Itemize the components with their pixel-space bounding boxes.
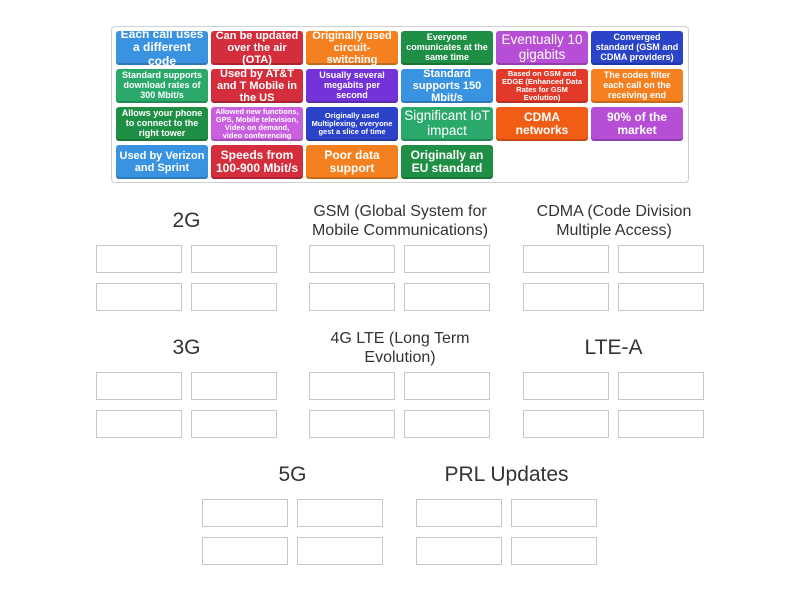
- tile-label: Used by Verizon and Sprint: [119, 149, 205, 174]
- tile-label: Speeds from 100-900 Mbit/s: [215, 147, 299, 175]
- answer-tile[interactable]: Used by Verizon and Sprint: [116, 145, 208, 179]
- drop-slot[interactable]: [404, 372, 490, 400]
- group-title-cdma: CDMA (Code Division Multiple Access): [536, 203, 692, 240]
- drop-slot[interactable]: [523, 372, 609, 400]
- tile-label: Allowed new functions, GPS, Mobile telev…: [215, 107, 299, 141]
- drop-slot[interactable]: [618, 372, 704, 400]
- tile-label: Significant IoT impact: [404, 108, 490, 138]
- answer-tile[interactable]: Standard supports 150 Mbit/s: [401, 69, 493, 103]
- tile-label: Used by AT&T and T Mobile in the US: [216, 69, 298, 103]
- drop-slot[interactable]: [416, 537, 502, 565]
- drop-slot[interactable]: [618, 245, 704, 273]
- tile-label: Eventually 10 gigabits: [501, 32, 583, 62]
- group-title-2g: 2G: [172, 209, 201, 232]
- drop-slot[interactable]: [404, 283, 490, 311]
- drop-slot[interactable]: [511, 499, 597, 527]
- answer-tile[interactable]: Can be updated over the air (OTA): [211, 31, 303, 65]
- answer-tile[interactable]: Each call uses a different code: [116, 31, 208, 65]
- drop-slot[interactable]: [416, 499, 502, 527]
- drop-slot[interactable]: [404, 245, 490, 273]
- tile-label: Everyone comunicates at the same time: [406, 32, 488, 62]
- drop-slot[interactable]: [309, 372, 395, 400]
- answer-tile[interactable]: Based on GSM and EDGE (Enhanced Data Rat…: [496, 69, 588, 103]
- group-title-4g-lte: 4G LTE (Long Term Evolution): [330, 330, 470, 367]
- drop-slot[interactable]: [191, 372, 277, 400]
- answer-tile[interactable]: Used by AT&T and T Mobile in the US: [211, 69, 303, 103]
- group-title-prl-updates: PRL Updates: [444, 463, 569, 486]
- drop-slot[interactable]: [618, 410, 704, 438]
- drop-slot[interactable]: [297, 537, 383, 565]
- group-title-gsm: GSM (Global System for Mobile Communicat…: [311, 203, 489, 240]
- answer-tile[interactable]: Poor data support: [306, 145, 398, 179]
- answer-tile[interactable]: Standard supports download rates of 300 …: [116, 69, 208, 103]
- drop-slot[interactable]: [191, 283, 277, 311]
- tile-label: Allows your phone to connect to the righ…: [121, 108, 203, 138]
- tile-label: The codes filter each call on the receiv…: [603, 70, 671, 100]
- drop-slot[interactable]: [618, 283, 704, 311]
- answer-tile[interactable]: Usually several megabits per second: [306, 69, 398, 103]
- answer-tile[interactable]: CDMA networks: [496, 107, 588, 141]
- answer-tile[interactable]: Originally an EU standard: [401, 145, 493, 179]
- drop-slot[interactable]: [523, 245, 609, 273]
- tile-label: Originally used circuit-switching: [312, 31, 392, 65]
- answer-tile[interactable]: Originally used Multiplexing, everyone g…: [306, 107, 398, 141]
- drop-slot[interactable]: [202, 499, 288, 527]
- tile-label: Poor data support: [324, 147, 380, 175]
- answer-tile[interactable]: Converged standard (GSM and CDMA provide…: [591, 31, 683, 65]
- drop-slot[interactable]: [523, 410, 609, 438]
- answer-tile[interactable]: Allowed new functions, GPS, Mobile telev…: [211, 107, 303, 141]
- tile-label: CDMA networks: [515, 109, 569, 137]
- answer-tile[interactable]: Speeds from 100-900 Mbit/s: [211, 145, 303, 179]
- drop-slot[interactable]: [309, 410, 395, 438]
- tile-label: Usually several megabits per second: [319, 70, 385, 100]
- tile-label: Standard supports download rates of 300 …: [121, 70, 202, 100]
- tile-label: Standard supports 150 Mbit/s: [412, 69, 482, 103]
- answer-tile[interactable]: Originally used circuit-switching: [306, 31, 398, 65]
- group-title-5g: 5G: [278, 463, 307, 486]
- tile-label: 90% of the market: [606, 109, 667, 137]
- answer-tile[interactable]: Eventually 10 gigabits: [496, 31, 588, 65]
- tile-label: Can be updated over the air (OTA): [215, 31, 299, 65]
- drop-slot[interactable]: [96, 283, 182, 311]
- tile-label: Originally used Multiplexing, everyone g…: [311, 110, 393, 137]
- answer-tile[interactable]: The codes filter each call on the receiv…: [591, 69, 683, 103]
- group-title-lte-a: LTE-A: [584, 336, 643, 359]
- drop-slot[interactable]: [511, 537, 597, 565]
- tile-label: Based on GSM and EDGE (Enhanced Data Rat…: [501, 69, 583, 103]
- answer-bank: Each call uses a different code Can be u…: [111, 26, 689, 183]
- tile-label: Originally an EU standard: [410, 147, 484, 175]
- drop-slot[interactable]: [96, 410, 182, 438]
- drop-slot[interactable]: [297, 499, 383, 527]
- drop-slot[interactable]: [202, 537, 288, 565]
- answer-tile[interactable]: Significant IoT impact: [401, 107, 493, 141]
- drop-slot[interactable]: [523, 283, 609, 311]
- drop-slot[interactable]: [191, 245, 277, 273]
- answer-tile[interactable]: Everyone comunicates at the same time: [401, 31, 493, 65]
- answer-tile[interactable]: 90% of the market: [591, 107, 683, 141]
- drop-slot[interactable]: [309, 283, 395, 311]
- tile-label: Each call uses a different code: [120, 31, 204, 65]
- answer-tile[interactable]: Allows your phone to connect to the righ…: [116, 107, 208, 141]
- drop-slot[interactable]: [191, 410, 277, 438]
- tile-label: Converged standard (GSM and CDMA provide…: [595, 32, 679, 62]
- drop-slot[interactable]: [309, 245, 395, 273]
- drop-slot[interactable]: [96, 372, 182, 400]
- group-title-3g: 3G: [172, 336, 201, 359]
- drop-slot[interactable]: [404, 410, 490, 438]
- drop-slot[interactable]: [96, 245, 182, 273]
